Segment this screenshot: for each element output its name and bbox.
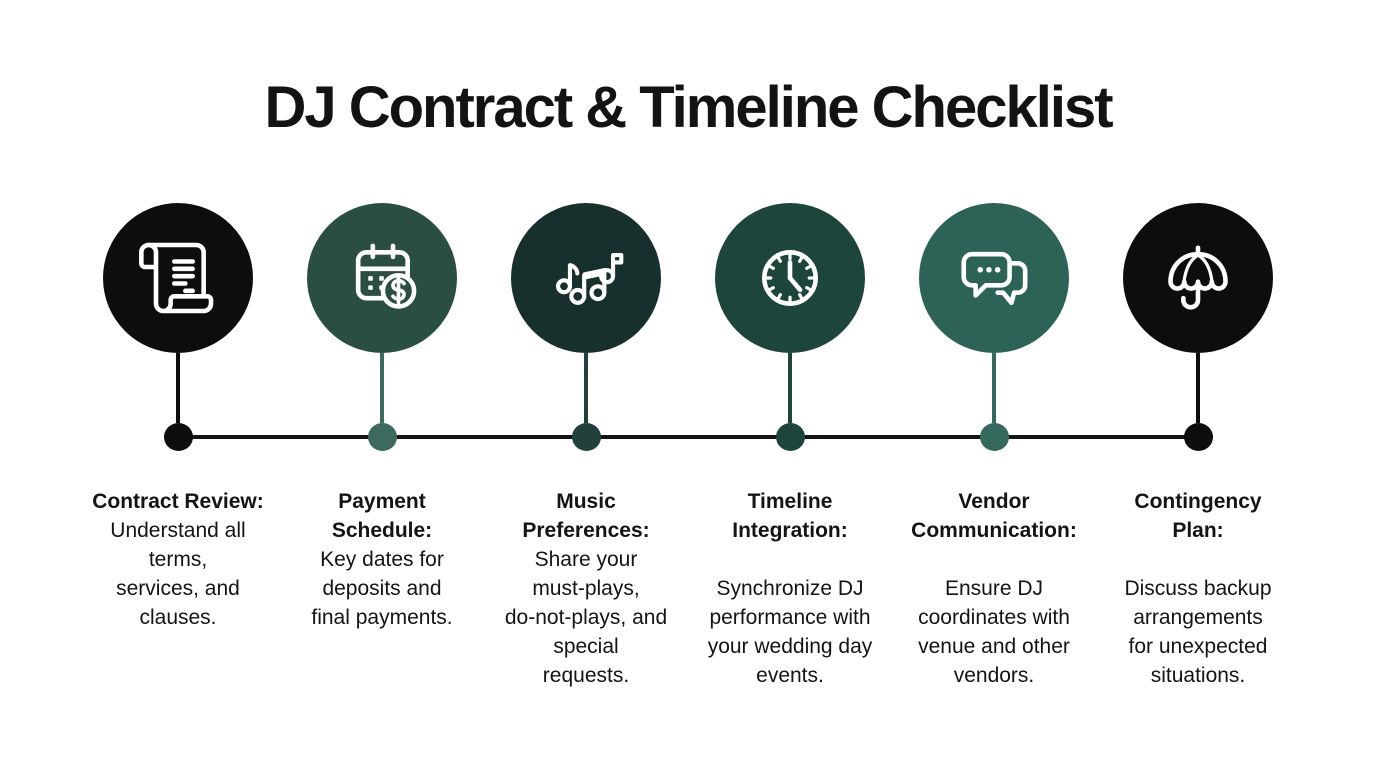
step-circle-payment-schedule [307,203,457,353]
step-column-payment-schedule [280,203,484,451]
timeline-stem [380,353,384,423]
umbrella-icon [1168,245,1228,310]
timeline-stem [992,353,996,423]
timeline-line [178,435,1197,439]
step-text-music-preferences: Music Preferences: Share your must-plays… [484,487,688,690]
step-heading: Music Preferences: [522,490,650,542]
step-description: Ensure DJ coordinates with venue and oth… [918,577,1070,687]
clock-icon [762,250,818,306]
calendar-dollar-icon [355,243,417,309]
timeline-stem [584,353,588,423]
step-column-vendor-communication [892,203,1096,451]
timeline-dot [571,423,601,451]
step-text-contingency-plan: Contingency Plan: Discuss backup arrange… [1096,487,1300,690]
step-text-contract-review: Contract Review: Understand all terms, s… [76,487,280,690]
step-heading: Contingency Plan: [1134,490,1262,542]
step-text-timeline-integration: Timeline Integration: Synchronize DJ per… [688,487,892,690]
timeline-stem [788,353,792,423]
step-column-music-preferences [484,203,688,451]
timeline-stem [176,353,180,423]
step-column-contingency-plan [1096,203,1300,451]
step-heading: Vendor Communication: [911,490,1077,542]
timeline-stem [1196,353,1200,423]
page-title: DJ Contract & Timeline Checklist [264,75,1113,140]
step-circle-music-preferences [511,203,661,353]
step-description: Share your must-plays, do-not-plays, and… [504,548,668,687]
steps-text-row: Contract Review: Understand all terms, s… [76,487,1300,690]
timeline-dot [163,423,193,451]
timeline-dot [775,423,805,451]
scroll-contract-icon [139,242,214,314]
music-notes-icon [555,253,624,305]
step-heading: Contract Review: [92,490,264,513]
step-description: Discuss backup arrangements for unexpect… [1124,577,1272,687]
timeline-dot [1183,423,1213,451]
chat-bubbles-icon [961,251,1028,306]
step-circle-vendor-communication [919,203,1069,353]
step-heading: Timeline Integration: [732,490,848,542]
step-column-timeline-integration [688,203,892,451]
step-description: Synchronize DJ performance with your wed… [707,577,873,687]
step-text-payment-schedule: Payment Schedule: Key dates for deposits… [280,487,484,690]
steps-icon-row [76,203,1300,451]
step-text-vendor-communication: Vendor Communication: Ensure DJ coordina… [892,487,1096,690]
step-column-contract-review [76,203,280,451]
step-description: Key dates for deposits and final payment… [311,548,453,629]
step-circle-contract-review [103,203,253,353]
step-heading: Payment Schedule: [331,490,433,542]
step-circle-timeline-integration [715,203,865,353]
step-description: Understand all terms, services, and clau… [110,519,246,629]
timeline-dot [979,423,1009,451]
step-circle-contingency-plan [1123,203,1273,353]
timeline-dot [367,423,397,451]
